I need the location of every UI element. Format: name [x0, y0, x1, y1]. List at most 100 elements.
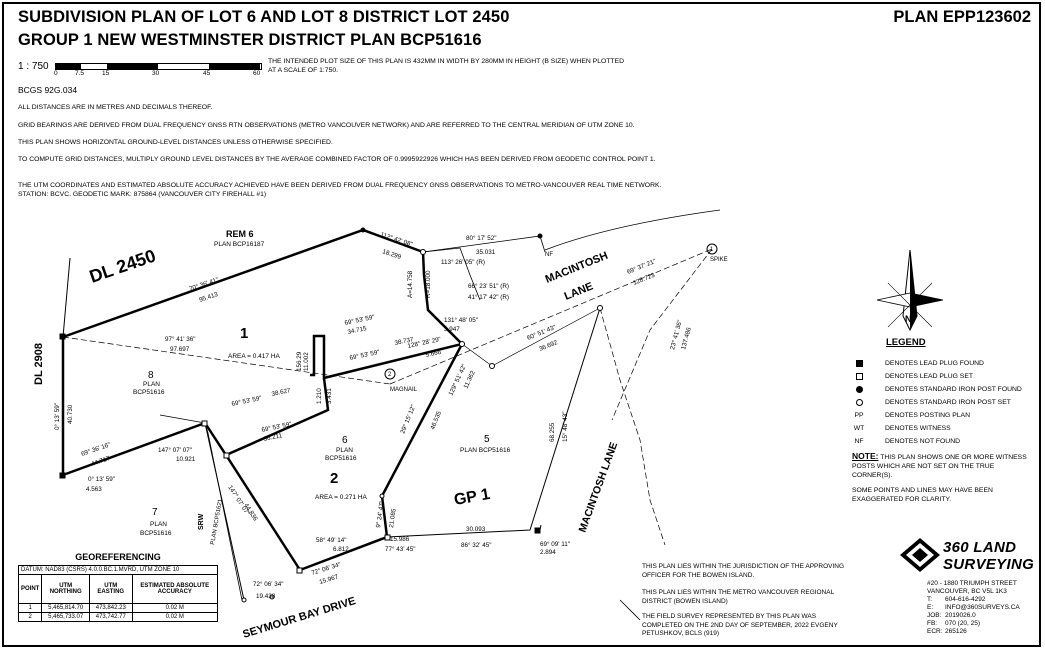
legend-item: DENOTES LEAD PLUG FOUND [852, 357, 1032, 370]
table-row: 2 5,465,733.07 473,742.77 0.02 M [17, 612, 218, 622]
lead-plug-found-icon [855, 359, 863, 367]
lot8-plan: PLAN [143, 381, 160, 388]
note-utm: THE UTM COORDINATES AND ESTIMATED ABSOLU… [18, 182, 662, 198]
plan-title-line1: SUBDIVISION PLAN OF LOT 6 AND LOT 8 DIST… [18, 8, 510, 26]
iron-post-found-icon [855, 385, 863, 393]
plan-title-line2: GROUP 1 NEW WESTMINSTER DISTRICT PLAN BC… [18, 31, 482, 49]
dim-label: 147° 07' 07" [158, 446, 192, 454]
dim-label: 112° 42' 08" [379, 230, 413, 248]
lot7-plan: PLAN [150, 521, 167, 528]
dim-label: 69° 09' 11" [540, 540, 570, 548]
rem6-label: REM 6 [226, 229, 254, 239]
lot5-plan: PLAN BCP51616 [460, 447, 511, 454]
dim-label: 15.967 [319, 573, 340, 585]
dim-label: 29° 15' 12" [398, 404, 417, 435]
dim-label: 15° 48' 43" [561, 412, 569, 442]
dim-label: 35.031 [476, 249, 496, 256]
dim-label: 128.723 [632, 272, 656, 287]
bcgs-reference: BCGS 92G.034 [18, 85, 78, 95]
lot1-area: AREA = 0.417 HA [228, 353, 281, 360]
dim-label: 30.093 [466, 526, 486, 533]
dim-label: 113° 26' 05" (R) [441, 258, 485, 266]
note-horizontal: THIS PLAN SHOWS HORIZONTAL GROUND-LEVEL … [18, 139, 333, 146]
dim-label: 66° 23' 51" (R) [468, 282, 509, 290]
dim-label: 60° 51' 43" [526, 323, 557, 342]
dim-label: 15.986 [390, 536, 410, 543]
macintosh-lane-label-2: LANE [563, 280, 595, 302]
dim-label: 21.085 [388, 508, 398, 529]
contact-row: ECR:265126 [927, 628, 967, 635]
note-bearings: GRID BEARINGS ARE DERIVED FROM DUAL FREQ… [18, 122, 635, 129]
srw-plan: PLAN BCP51621 [210, 498, 224, 545]
dim-label: 69° 53' 59" [231, 394, 262, 408]
iron-post-set-icon [855, 398, 863, 406]
dim-label: 6.812 [333, 546, 349, 553]
legend-item: DENOTES LEAD PLUG SET [852, 370, 1032, 383]
legend-title: LEGEND [886, 337, 926, 348]
georef-header: ESTIMATED ABSOLUTE ACCURACY [131, 574, 218, 604]
dim-label: 0° 13' 59" [53, 403, 61, 430]
company-address: #20 - 1880 TRIUMPH STREET VANCOUVER, BC … [927, 580, 1037, 636]
dim-label: 1.210 [316, 388, 323, 404]
dim-label: R=18.000 [425, 270, 432, 298]
dim-label: 44.717 [90, 455, 111, 468]
dim-label: 5.666 [425, 349, 442, 359]
lot8-label: 8 [148, 370, 154, 381]
note-distances: ALL DISTANCES ARE IN METRES AND DECIMALS… [18, 104, 213, 111]
dim-label: 69° 53' 59" [349, 348, 380, 362]
georef-header: POINT [17, 574, 43, 604]
north-arrow-icon: N [876, 249, 944, 332]
lot7-plan-number: BCP51616 [140, 530, 172, 537]
scale-tick: 60 [253, 70, 261, 77]
dim-label: 9° 24' 47" [374, 500, 386, 528]
note-grid-distances: TO COMPUTE GRID DISTANCES, MULTIPLY GROU… [18, 156, 656, 163]
contact-row: FB:070 (20, 25) [927, 620, 981, 627]
scale-ratio: 1 : 750 [18, 61, 49, 72]
dim-label: 18.299 [381, 248, 402, 261]
georef-title: GEOREFERENCING [75, 552, 161, 562]
dim-label: 69° 53' 59" [344, 313, 375, 327]
dim-label: 80° 17' 52" [466, 234, 496, 242]
nf-label: NF [545, 252, 553, 258]
dim-label: 0° 13' 59" [88, 475, 115, 483]
control-point-2: 2 [388, 372, 392, 378]
lot7-label: 7 [152, 507, 158, 518]
lot8-plan-number: BCP51616 [133, 389, 165, 396]
scale-tick: 30 [152, 70, 160, 77]
dl2908-label: DL 2908 [33, 343, 45, 385]
dim-label: 3.947 [444, 326, 460, 333]
dim-label: 137.486 [680, 326, 693, 350]
scale-tick: 0 [54, 70, 58, 77]
contact-row: T:604-616-4292 [927, 596, 986, 603]
dim-label: 34.715 [347, 325, 368, 336]
scale-bar [55, 63, 262, 70]
dim-label: 19.438 [256, 593, 276, 600]
lot2-area: AREA = 0.271 HA [315, 494, 368, 501]
lot6-plan: PLAN [336, 447, 353, 454]
legend-note-clarity: SOME POINTS AND LINES MAY HAVE BEEN EXAG… [852, 487, 993, 503]
georef-header: UTM NORTHING [41, 574, 91, 604]
lot5-label: 5 [484, 434, 490, 445]
legend: LEGEND DENOTES LEAD PLUG FOUND DENOTES L… [852, 337, 1032, 504]
table-row: 1 5,465,814.70 473,842.23 0.02 M [17, 603, 218, 613]
dim-label: 46.535 [429, 410, 443, 431]
scale-tick: 7.5 [75, 70, 85, 77]
macintosh-lane-vertical: MACINTOSH LANE [577, 441, 621, 534]
dim-label: 58° 49' 14" [316, 536, 346, 544]
dim-label: 72° 06' 34" [253, 580, 283, 588]
srw-label: SRW [198, 513, 205, 530]
dim-label: 40.730 [67, 404, 74, 424]
dim-label: 36.211 [263, 432, 283, 443]
jurisdiction-regional: THIS PLAN LIES WITHIN THE METRO VANCOUVE… [642, 589, 835, 605]
field-survey-statement: THE FIELD SURVEY REPRESENTED BY THIS PLA… [642, 613, 838, 637]
legend-item: DENOTES STANDARD IRON POST SET [852, 396, 1032, 409]
dim-label: 4.563 [86, 486, 102, 493]
dim-label: 77° 43' 45" [385, 545, 415, 553]
dim-label: 2.894 [540, 549, 556, 556]
plan-number: PLAN EPP123602 [893, 8, 1031, 26]
